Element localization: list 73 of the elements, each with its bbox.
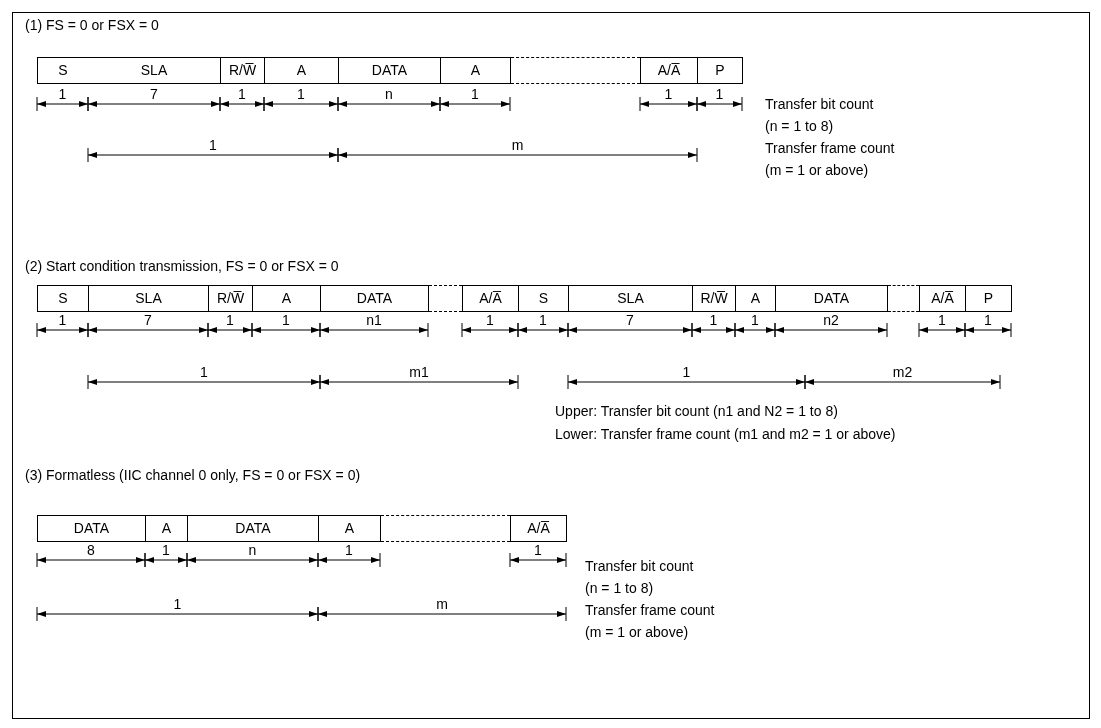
format-field: A (440, 57, 511, 84)
dimension-value: 7 (143, 313, 153, 328)
dimension-value: m2 (891, 365, 914, 380)
note-text: Lower: Transfer frame count (m1 and m2 = 1 or above) (555, 426, 896, 442)
format-field: S (37, 57, 89, 84)
format-field: R/W̅ (692, 285, 736, 312)
dimension-value: 1 (225, 313, 235, 328)
format-field: SLA (88, 57, 221, 84)
format-field: R/W̅ (208, 285, 253, 312)
format-field: A/A̅ (640, 57, 698, 84)
dimension-value: 8 (86, 543, 96, 558)
note-text: (m = 1 or above) (765, 162, 869, 178)
note-text: Upper: Transfer bit count (n1 and N2 = 1 to 8) (555, 403, 838, 419)
format-field: S (518, 285, 569, 312)
dimension-value: 1 (172, 597, 183, 612)
format-field: A/A̅ (462, 285, 519, 312)
format-field: R/W̅ (220, 57, 265, 84)
format-field: SLA (88, 285, 209, 312)
dimension-value: 1 (281, 313, 291, 328)
format-field: DATA (37, 515, 146, 542)
format-field: A (318, 515, 381, 542)
note-text: Transfer frame count (765, 140, 895, 156)
format-field: A (264, 57, 339, 84)
dimension-value: n2 (822, 313, 840, 328)
dimension-value: 1 (681, 365, 692, 380)
format-field: A (252, 285, 321, 312)
dimension-value: 1 (470, 87, 480, 102)
dimension-value: 1 (714, 87, 725, 102)
format-field: P (697, 57, 743, 84)
dimension-value: 1 (485, 313, 495, 328)
dimension-value: 1 (237, 87, 247, 102)
dimension-value: 1 (708, 313, 719, 328)
dimension-value: 1 (57, 87, 68, 102)
note-text: (m = 1 or above) (585, 624, 689, 640)
note-text: (n = 1 to 8) (585, 580, 654, 596)
format-field: A (735, 285, 776, 312)
section-heading: (1) FS = 0 or FSX = 0 (25, 17, 159, 33)
section-heading: (3) Formatless (IIC channel 0 only, FS = 0 or FSX = 0) (25, 467, 361, 483)
dimension-value: 7 (625, 313, 635, 328)
format-field: DATA (320, 285, 429, 312)
note-text: Transfer frame count (585, 602, 715, 618)
dimension-value: 1 (663, 87, 674, 102)
dimension-value: 1 (199, 365, 209, 380)
format-field: P (965, 285, 1012, 312)
format-field: DATA (775, 285, 888, 312)
format-field: DATA (187, 515, 319, 542)
format-field: A (145, 515, 188, 542)
dimension-value: 1 (750, 313, 760, 328)
dimension-value: 1 (538, 313, 548, 328)
dimension-value: n (384, 87, 394, 102)
section-heading: (2) Start condition transmission, FS = 0 or FSX = 0 (25, 258, 339, 274)
format-field: A/A̅ (510, 515, 567, 542)
note-text: Transfer bit count (585, 558, 694, 574)
dimension-value: n (247, 543, 258, 558)
note-text: Transfer bit count (765, 96, 874, 112)
dimension-value: m (435, 597, 449, 612)
dimension-value: 1 (344, 543, 354, 558)
dimension-value: 7 (149, 87, 159, 102)
dimension-value: 1 (983, 313, 993, 328)
dimension-value: m (510, 138, 525, 153)
note-text: (n = 1 to 8) (765, 118, 834, 134)
format-field: SLA (568, 285, 693, 312)
dimension-value: 1 (533, 543, 543, 558)
dimension-value: 1 (296, 87, 306, 102)
dimension-value: 1 (937, 313, 947, 328)
dimension-value: 1 (161, 543, 171, 558)
dimension-value: m1 (408, 365, 430, 380)
format-field: S (37, 285, 89, 312)
dimension-value: n1 (365, 313, 383, 328)
dimension-value: 1 (208, 138, 218, 153)
dimension-value: 1 (57, 313, 68, 328)
format-field: DATA (338, 57, 441, 84)
format-field: A/A̅ (919, 285, 966, 312)
